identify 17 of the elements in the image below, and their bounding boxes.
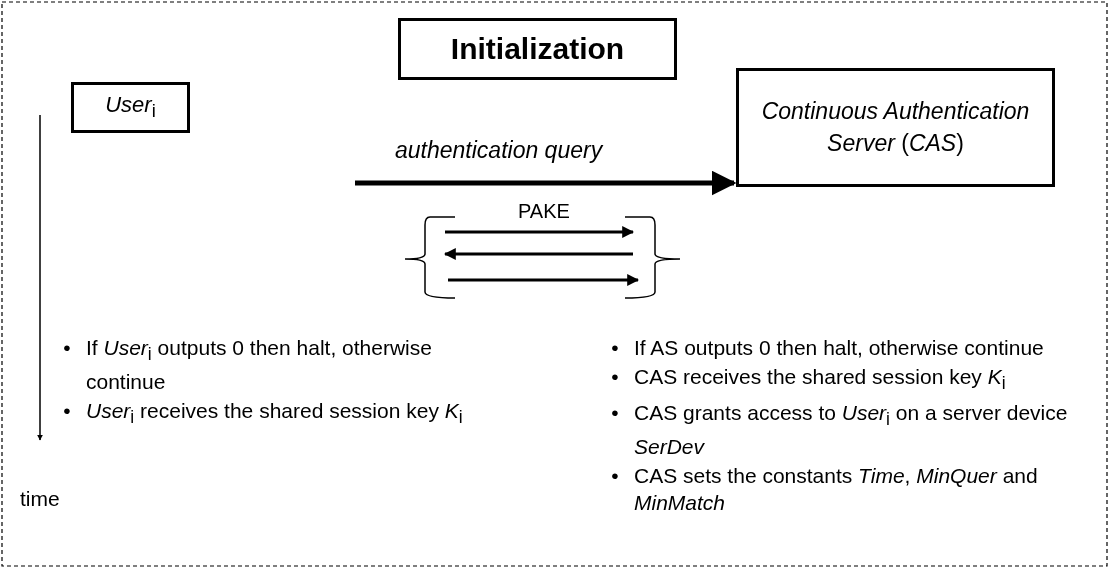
bullet-text: CAS sets the constants Time, MinQuer and MinMatch [634, 463, 1039, 517]
edge-label: authentication query [395, 137, 603, 164]
bullet: • [610, 364, 620, 390]
bullet: • [610, 335, 620, 361]
bullet: • [62, 398, 72, 425]
bullet: • [610, 463, 620, 490]
bullet-text: If AS outputs 0 then halt, otherwise continue [634, 335, 1044, 361]
bullet-text: CAS receives the shared session key K$_{i}$ [634, 364, 1006, 396]
bullet: • [62, 335, 72, 361]
title-box: Initialization [398, 18, 677, 80]
participant-box: Continuous Authentication Server (CAS) [736, 68, 1055, 187]
arrow [355, 170, 737, 196]
participant-box: User$_{i}$ [71, 82, 190, 133]
bullet-text: User$_{i}$ receives the shared session key K$_{i}$ [86, 398, 463, 430]
axis-label: time [20, 487, 60, 511]
protocol-label: PAKE [518, 200, 570, 223]
bullet: • [610, 400, 620, 427]
